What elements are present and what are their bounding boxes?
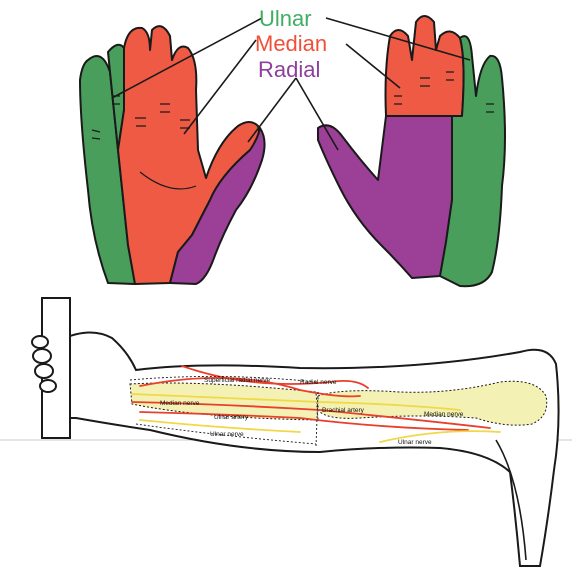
ulnar-label: Ulnar <box>259 6 312 31</box>
right-hand-median-zone <box>386 16 464 116</box>
median-label: Median <box>255 31 327 56</box>
radial-label: Radial <box>258 57 320 82</box>
ulnar-nerve-upper-label: Ulnar nerve <box>398 439 432 446</box>
ulnar-nerve-forearm-label: Ulnar nerve <box>210 431 244 438</box>
right-hand-radial-zone <box>318 116 452 278</box>
superficial-radial-nerve-label: Superficial radial nerve <box>204 377 271 384</box>
right-hand <box>318 16 505 286</box>
median-nerve-upper-label: Median nerve <box>424 411 464 418</box>
arm-outline <box>60 332 559 566</box>
brachial-artery-label: Brachial artery <box>322 407 365 414</box>
radial-nerve-label: Radial nerve <box>300 379 337 386</box>
median-nerve-label: Median nerve <box>160 400 200 407</box>
arm-diagram: Superficial radial nerve Radial nerve Me… <box>0 298 572 566</box>
ulnar-artery-label: Ulnar artery <box>214 414 249 421</box>
